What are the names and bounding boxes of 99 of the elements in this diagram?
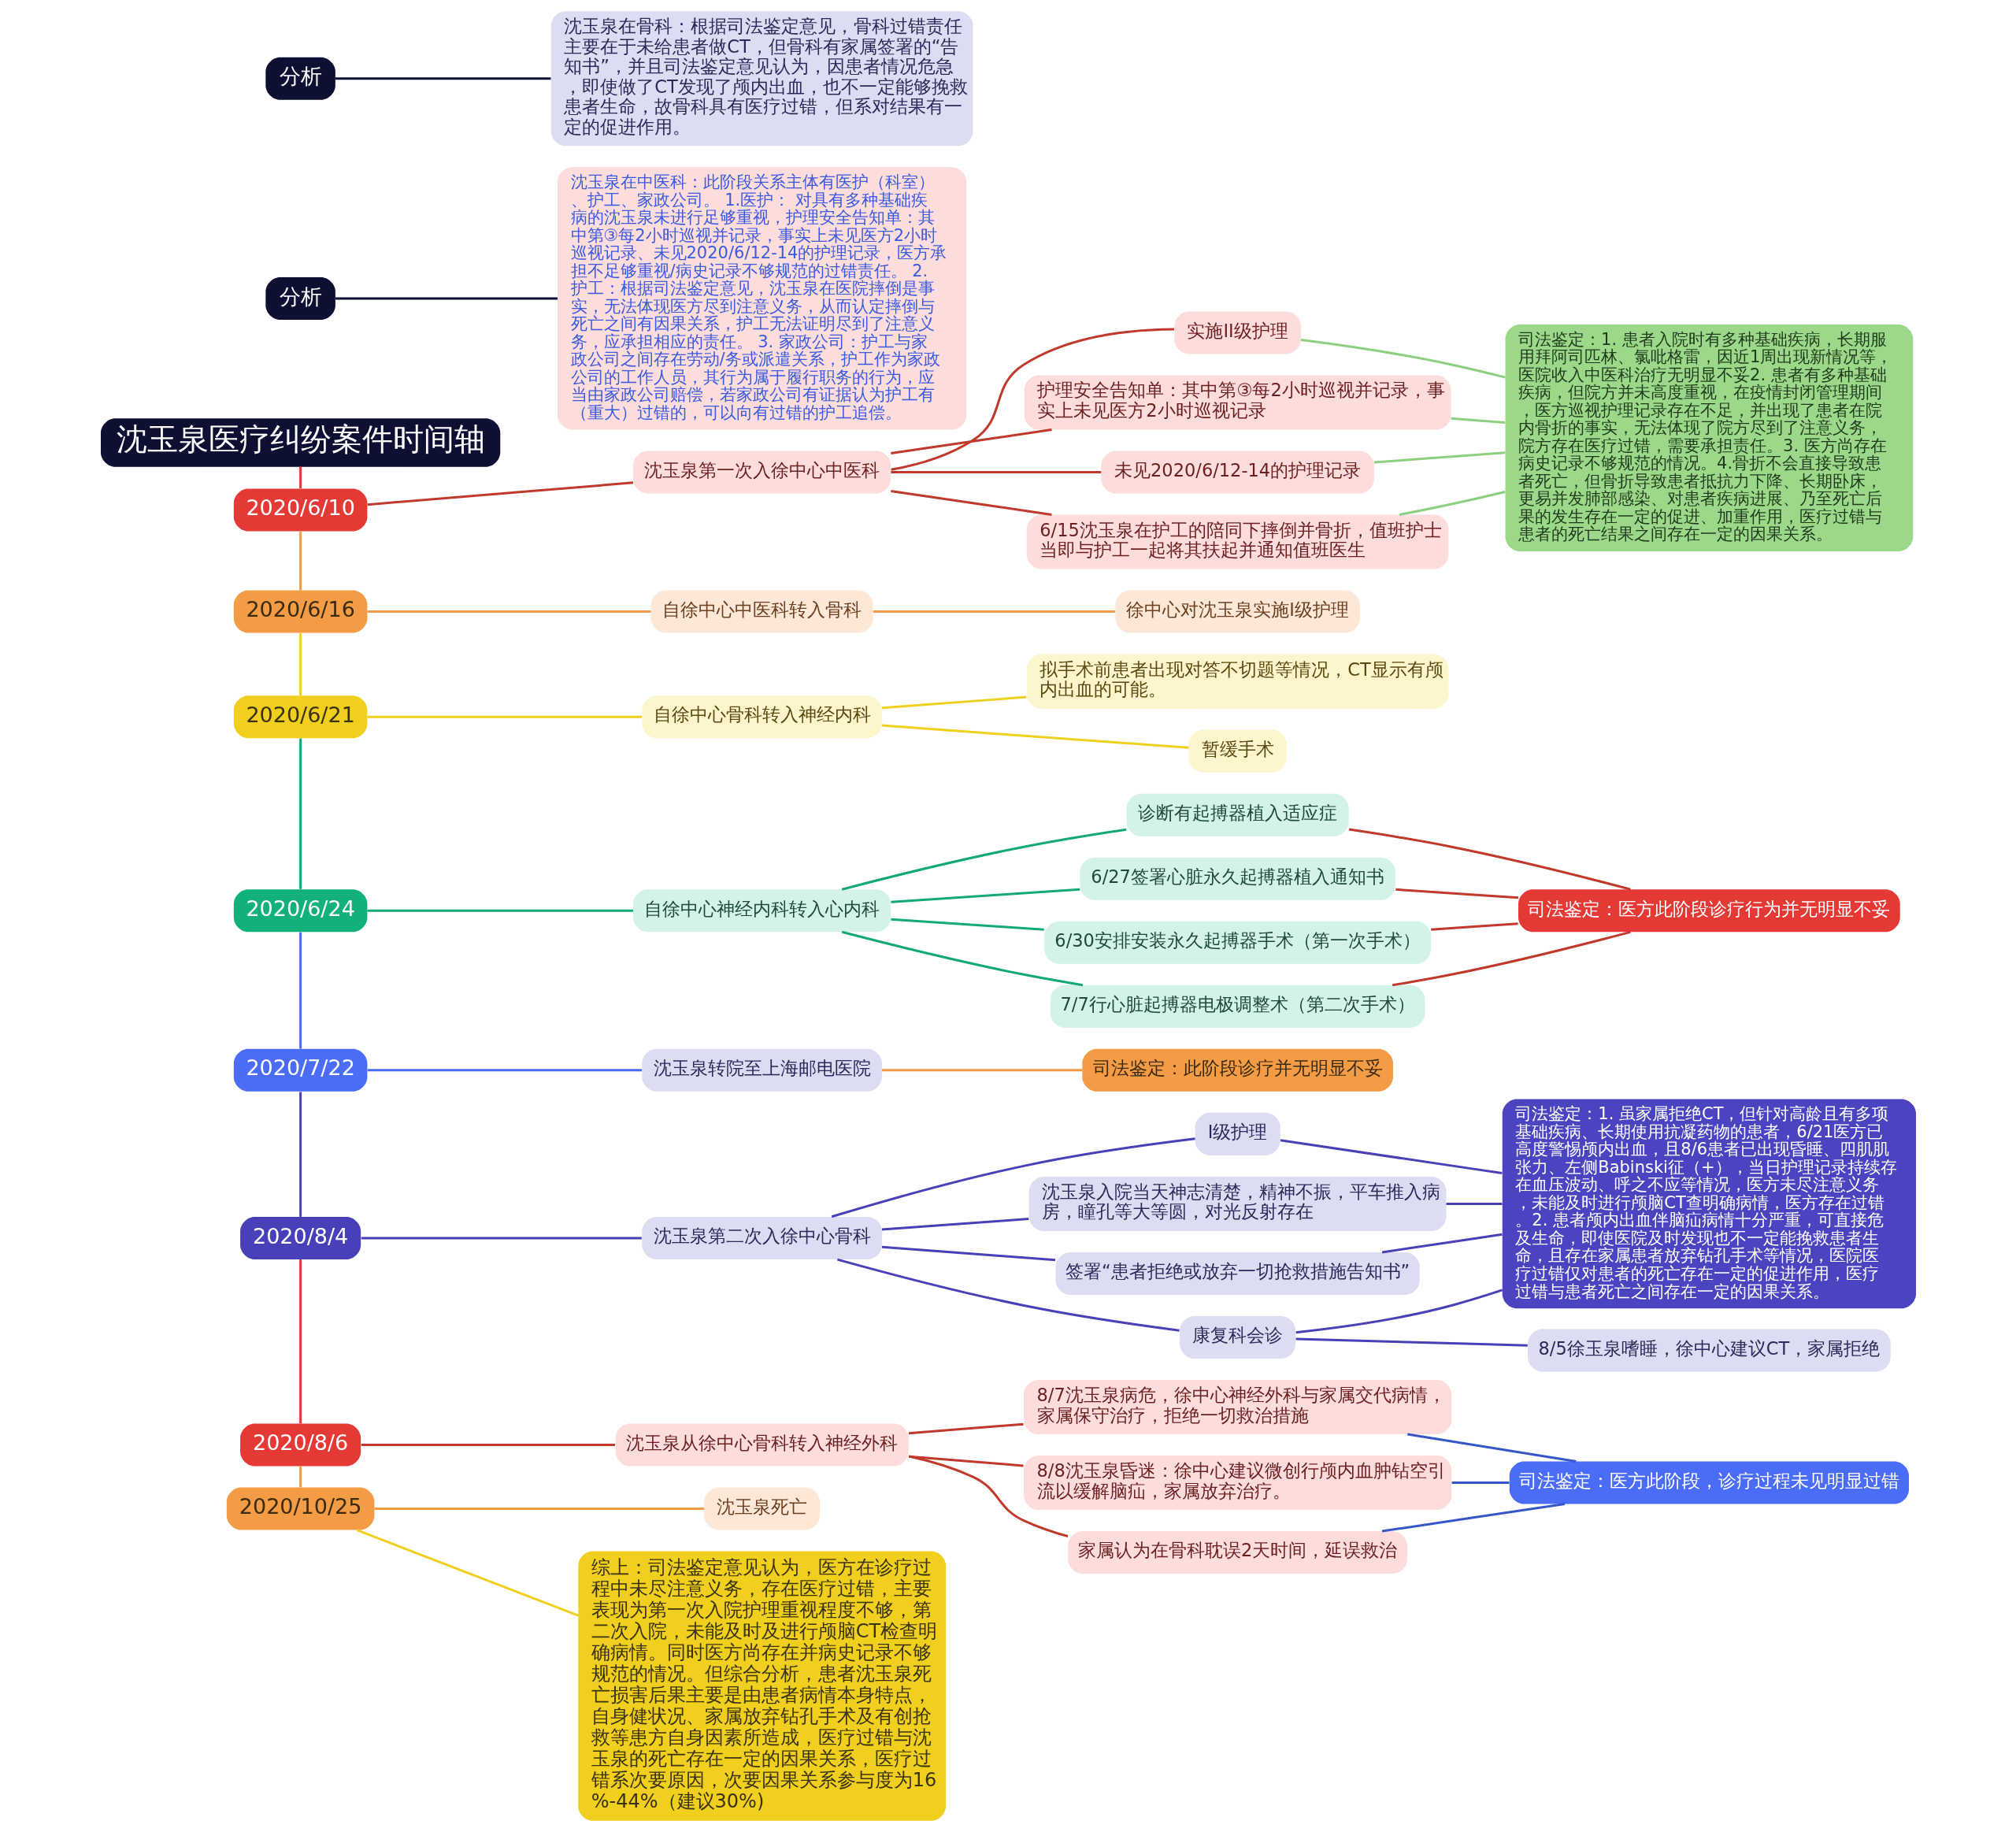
- connector: [1406, 1433, 1577, 1463]
- connector: [890, 888, 1080, 903]
- connector: [841, 930, 1083, 987]
- connector: [298, 1092, 302, 1217]
- connector: [1395, 888, 1518, 899]
- node-box: 家属认为在骨科耽误2天时间，延误救治: [1067, 1531, 1407, 1574]
- node-box: 自徐中心骨科转入神经内科: [641, 695, 882, 739]
- connector: [836, 1258, 1180, 1332]
- connector: [361, 1237, 642, 1240]
- connector: [1348, 828, 1631, 891]
- node-box: 6/30安排安装永久起搏器手术（第一次手术）: [1043, 921, 1431, 964]
- node-box: 分析: [265, 57, 335, 100]
- node-box: 司法鉴定：1. 患者入院时有多种基础疾病，长期服用拜阿司匹林、氯吡格雷，因近1周出现新情况等，医院收入中医科治疗无明显不妥2. 患者有多种基础疾病，但院方并未高度重视，在疫情封闭管理期间，医方巡视护理记录存在不足，并出现了患者在院内骨折的事实，无法体现了院方尽到了注意义务，院方存在医疗过错，需要承担责任。3. 医方尚存在病史记录不够规范的情况。4.骨折不会直接导致患者死亡，但骨折导致患者抵抗力下降、长期卧床，更易并发肺部感染、对患者疾病进展、乃至死亡后果的发生存在一定的促进、加重作用，医疗过错与患者的死亡结果之间存在一定的因果关系。: [1505, 324, 1913, 552]
- connector: [890, 471, 1101, 473]
- connector: [890, 918, 1044, 931]
- connector: [1381, 1233, 1503, 1254]
- node-box: 沈玉泉转院至上海邮电医院: [641, 1048, 882, 1092]
- connector: [298, 632, 302, 695]
- node-box: 司法鉴定：此阶段诊疗并无明显不妥: [1081, 1048, 1393, 1092]
- connector: [873, 610, 1115, 614]
- connector: [1392, 930, 1631, 987]
- node-box: 司法鉴定：医方此阶段诊疗行为并无明显不妥: [1518, 889, 1900, 933]
- connector: [1295, 1289, 1503, 1334]
- connector: [367, 909, 633, 912]
- connector: [881, 1245, 1055, 1262]
- connector: [1446, 1202, 1502, 1205]
- node-box: 康复科会诊: [1179, 1315, 1295, 1359]
- connector: [361, 1444, 615, 1447]
- node-box: 拟手术前患者出现对答不切题等情况，CT显示有颅内出血的可能。: [1026, 654, 1448, 709]
- connector: [908, 1455, 1068, 1537]
- node-box: 实施II级护理: [1173, 311, 1301, 354]
- node-box: 2020/6/16: [233, 590, 367, 633]
- node-box: 2020/7/22: [233, 1048, 367, 1092]
- connector: [367, 715, 642, 718]
- node-box: 沈玉泉医疗纠纷案件时间轴: [100, 418, 500, 467]
- connector: [374, 1508, 704, 1511]
- node-box: 司法鉴定：1. 虽家属拒绝CT，但针对高龄且有多项基础疾病、长期使用抗凝药物的患者，6/21医方已高度警惕颅内出血，且8/6患者已出现昏睡、四肌肌张力、左侧Babinski征（+），当日护理记录持续存在血压波动、呼之不应等情况，医方未尽注意义务，未能及时进行颅脑CT查明确病情，医方存在过错。2. 患者颅内出血伴脑疝病情十分严重，可直接危及生命，即使医院及时发现也不一定能挽救患者生命，且存在家属患者放弃钻孔手术等情况，医院医疗过错仅对患者的死亡存在一定的促进作用，医疗过错与患者死亡之间存在一定的因果关系。: [1502, 1099, 1916, 1309]
- connector: [1381, 1503, 1565, 1533]
- node-box: 沈玉泉第一次入徐中心中医科: [632, 451, 891, 494]
- connector: [890, 489, 1052, 516]
- connector: [298, 1259, 302, 1424]
- node-box: 未见2020/6/12-14的护理记录: [1100, 451, 1374, 494]
- connector: [1280, 1139, 1503, 1175]
- connector: [1300, 339, 1506, 379]
- node-box: 自徐中心神经内科转入心内科: [632, 889, 891, 933]
- node-box: 2020/8/4: [239, 1216, 361, 1259]
- connector: [298, 738, 302, 889]
- node-box: 自徐中心中医科转入骨科: [650, 590, 873, 633]
- connector: [881, 1069, 1082, 1072]
- node-box: 8/5徐玉泉嗜睡，徐中心建议CT，家属拒绝: [1527, 1329, 1891, 1372]
- node-box: 沈玉泉在中医科：此阶段关系主体有医护（科室）、护工、家政公司。 1.医护： 对具有多种基础疾病的沈玉泉未进行足够重视，护理安全告知单：其中第③每2小时巡视并记录，事实上未见医方2小时巡视记录、未见2020/6/12-14的护理记录，医方承担不足够重视/病史记录不够规范的过错责任。 2. 护工：根据司法鉴定意见，沈玉泉在医院摔倒是事实，无法体现医方尽到注意义务，从而认定摔倒与死亡之间有因果关系，护工无法证明尽到了注意义务，应承担相应的责任。 3. 家政公司：护工与家政公司之间存在劳动/务或派遣关系，护工作为家政公司的工作人员，其行为属于履行职务的行为，应当由家政公司赔偿，若家政公司有证据认为护工有（重大）过错的，可以向有过错的护工追偿。: [557, 167, 966, 430]
- node-box: 沈玉泉第二次入徐中心骨科: [641, 1216, 882, 1259]
- node-box: 6/15沈玉泉在护工的陪同下摔倒并骨折，值班护士当即与护工一起将其扶起并通知值班医生: [1026, 514, 1448, 569]
- node-box: Ⅰ级护理: [1195, 1112, 1280, 1155]
- node-box: 司法鉴定：医方此阶段，诊疗过程未见明显过错: [1509, 1461, 1909, 1504]
- node-box: 6/27签署心脏永久起搏器植入通知书: [1079, 857, 1395, 900]
- connector: [890, 328, 1174, 471]
- node-box: 8/8沈玉泉昏迷：徐中心建议微创行颅内血肿钻空引流以缓解脑疝，家属放弃治疗。: [1023, 1456, 1451, 1511]
- connector: [881, 695, 1026, 710]
- node-box: 沈玉泉死亡: [703, 1487, 820, 1530]
- node-box: 2020/6/21: [233, 695, 367, 739]
- node-box: 8/7沈玉泉病危，徐中心神经外科与家属交代病情，家属保守治疗，拒绝一切救治措施: [1023, 1380, 1451, 1435]
- connector: [298, 531, 302, 591]
- connector: [335, 77, 550, 80]
- connector: [1373, 451, 1505, 464]
- connector: [1399, 490, 1505, 516]
- node-box: 护理安全告知单：其中第③每2小时巡视并记录，事实上未见医方2小时巡视记录: [1024, 375, 1451, 430]
- connector: [1295, 1337, 1528, 1347]
- node-box: 签署“患者拒绝或放弃一切抢救措施告知书”: [1055, 1252, 1420, 1295]
- node-box: 2020/6/10: [233, 488, 367, 532]
- node-box: 2020/10/25: [226, 1487, 374, 1530]
- node-box: 诊断有起搏器植入适应症: [1126, 793, 1349, 836]
- node-box: 沈玉泉入院当天神志清楚，精神不振，平车推入病房，瞳孔等大等圆，对光反射存在: [1028, 1176, 1446, 1231]
- node-box: 徐中心对沈玉泉实施Ⅰ级护理: [1114, 590, 1360, 633]
- connector: [1451, 417, 1505, 424]
- connector: [298, 932, 302, 1049]
- connector: [831, 1137, 1195, 1218]
- connector: [1451, 1482, 1510, 1485]
- connector: [367, 481, 633, 506]
- connector: [881, 724, 1188, 749]
- connector: [298, 1466, 302, 1488]
- connector: [908, 1422, 1024, 1435]
- node-box: 2020/6/24: [233, 889, 367, 933]
- node-box: 分析: [265, 276, 335, 320]
- connector: [841, 828, 1126, 891]
- connector: [1430, 922, 1518, 931]
- connector: [356, 1529, 579, 1617]
- connector: [890, 428, 1052, 455]
- connector: [367, 610, 650, 614]
- node-box: 沈玉泉在骨科：根据司法鉴定意见，骨科过错责任主要在于未给患者做CT，但骨科有家属签署的“告知书”，并且司法鉴定意见认为，因患者情况危急，即使做了CT发现了颅内出血，也不一定能够挽救患者生命，故骨科具有医疗过错，但系对结果有一定的促进作用。: [550, 11, 973, 146]
- node-box: 2020/8/6: [239, 1423, 361, 1467]
- connector: [298, 466, 302, 489]
- node-box: 暂缓手术: [1188, 729, 1287, 773]
- connector: [335, 297, 558, 300]
- node-box: 沈玉泉从徐中心骨科转入神经外科: [615, 1423, 909, 1467]
- node-box: 综上：司法鉴定意见认为，医方在诊疗过程中未尽注意义务，存在医疗过错，主要表现为第一次入院护理重视程度不够，第二次入院，未能及时及进行颅脑CT检查明确病情。同时医方尚存在并病史记录不够规范的情况。但综合分析，患者沈玉泉死亡损害后果主要是由患者病情本身特点，自身健状况、家属放弃钻孔手术及有创抢救等患方自身因素所造成，医疗过错与沈玉泉的死亡存在一定的因果关系，医疗过错系次要原因，次要因果关系参与度为16%-44%（建议30%): [577, 1551, 946, 1821]
- connector: [367, 1069, 642, 1072]
- node-box: 7/7行心脏起搏器电极调整术（第二次手术）: [1050, 985, 1425, 1028]
- connector: [881, 1218, 1028, 1231]
